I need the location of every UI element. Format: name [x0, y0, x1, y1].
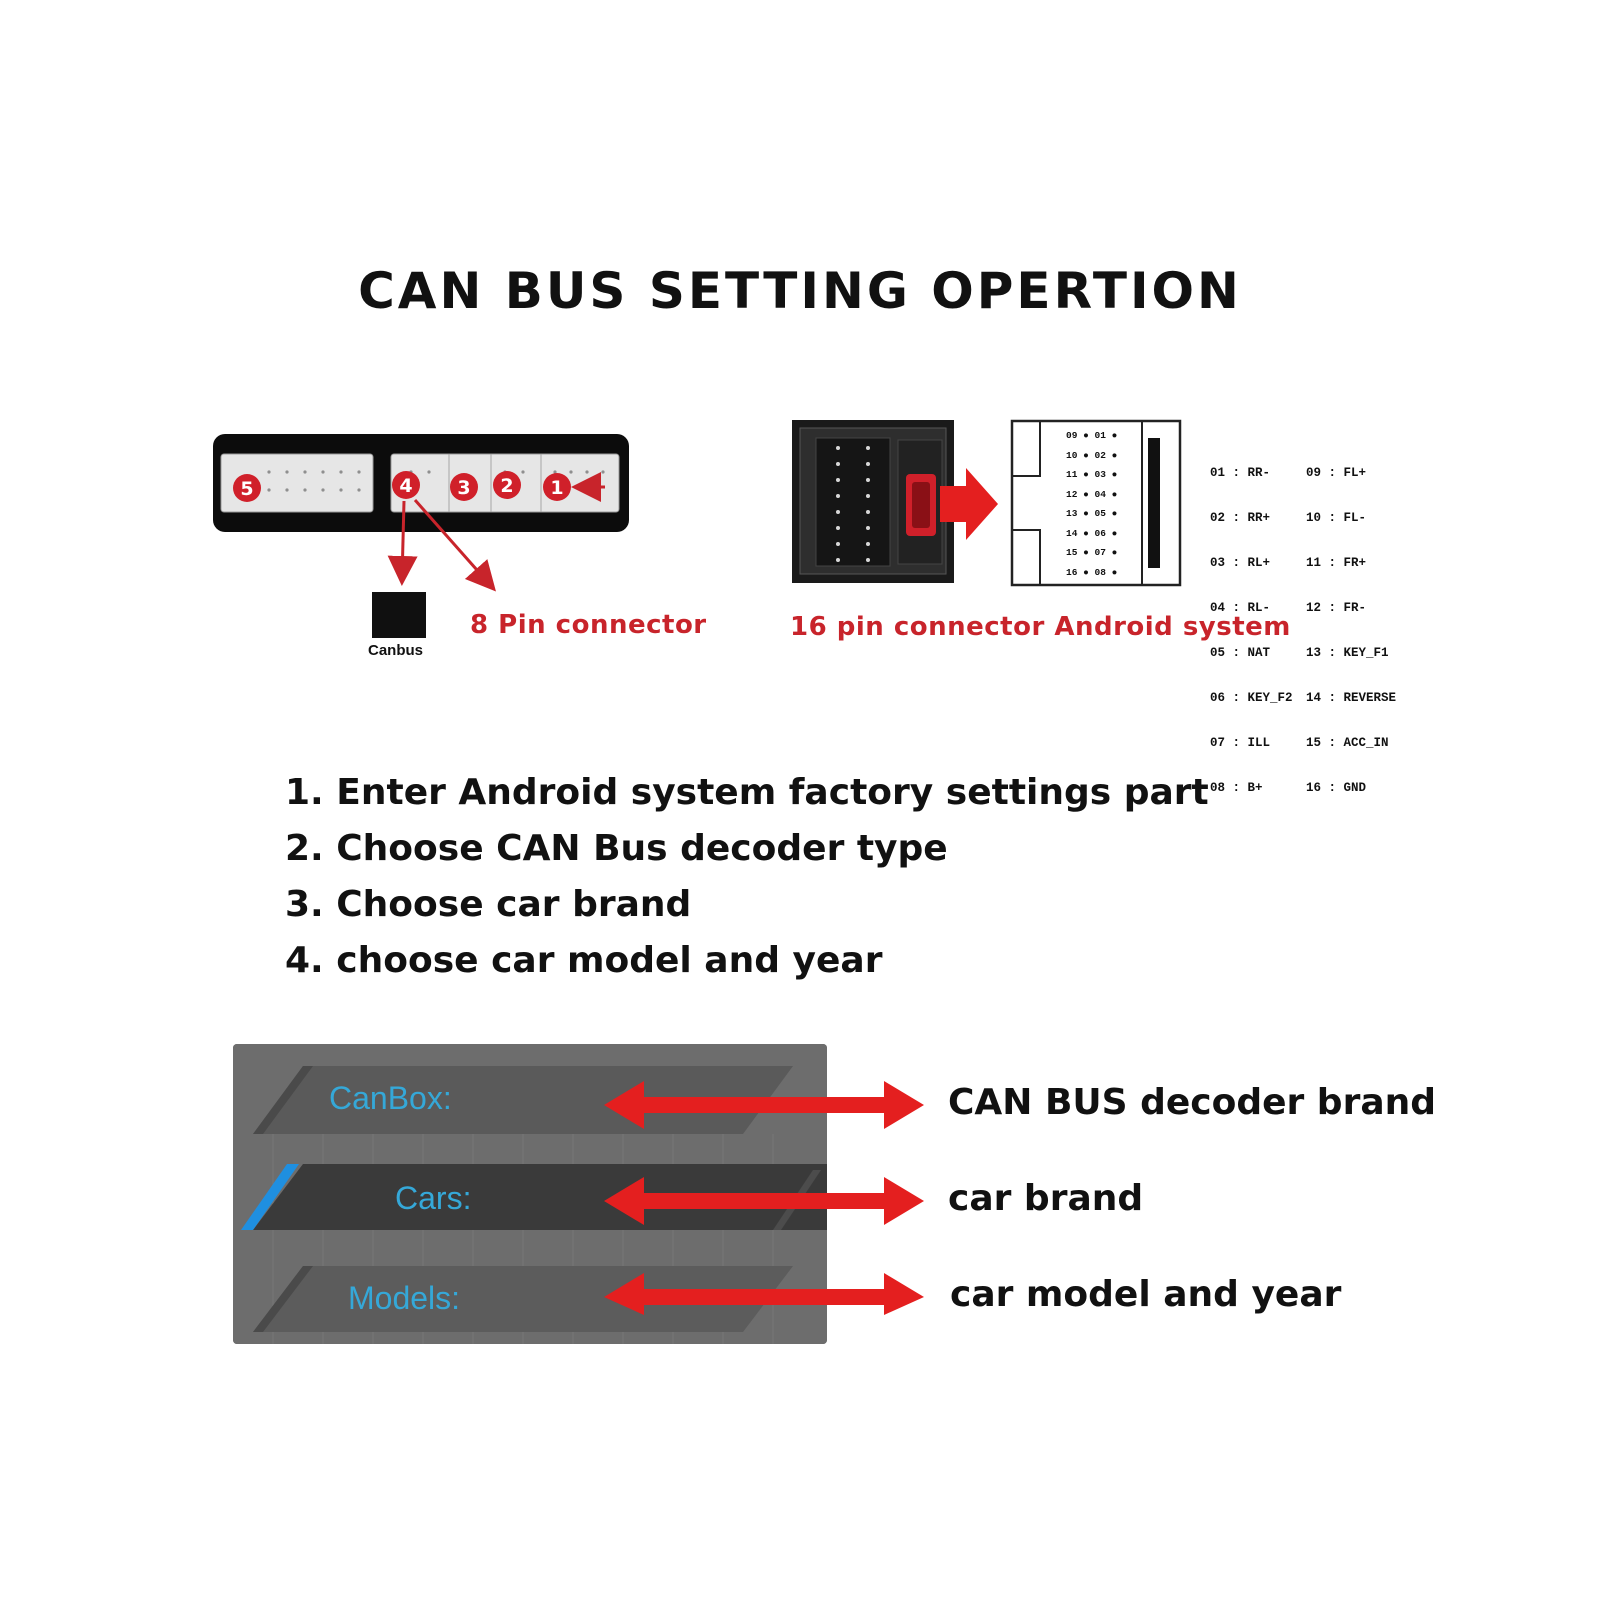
port-number-3: 3 — [457, 477, 470, 499]
callout-decoder-brand: CAN BUS decoder brand — [948, 1082, 1437, 1123]
sixteen-pin-connector-label: 16 pin connector Android system — [790, 612, 1291, 642]
port-badge-2: 2 — [493, 471, 521, 499]
eight-pin-connector-label: 8 Pin connector — [470, 610, 707, 640]
canbus-label: Canbus — [368, 642, 424, 659]
pinout-item: 01 : RR- — [1210, 466, 1271, 480]
pinout-legend-left: 01 : RR- 02 : RR+ 03 : RL+ 04 : RL- 05 :… — [1210, 436, 1293, 811]
pinout-item: 14 : REVERSE — [1306, 691, 1397, 705]
pinout-item: 16 : GND — [1306, 781, 1367, 795]
pin-row: 14 ● 06 ● — [1066, 527, 1118, 539]
pin-number-grid: 09 ● 01 ● 10 ● 02 ● 11 ● 03 ● 12 ● 04 ● … — [1066, 426, 1117, 582]
pin-row: 16 ● 08 ● — [1066, 566, 1118, 578]
models-field-label[interactable]: Models: — [348, 1280, 461, 1316]
port-number-2: 2 — [500, 475, 513, 497]
port-number-1: 1 — [550, 477, 563, 499]
steps-list: 1. Enter Android system factory settings… — [285, 765, 1209, 989]
pin-row: 11 ● 03 ● — [1066, 469, 1118, 480]
double-arrow-icon — [604, 1081, 924, 1129]
row-bar-models — [253, 1266, 793, 1332]
step-item: 3. Choose car brand — [285, 884, 692, 925]
port-badge-1: 1 — [543, 473, 571, 501]
page-title: CAN BUS SETTING OPERTION — [358, 262, 1242, 320]
double-arrow-icon — [604, 1177, 924, 1225]
port-badge-3: 3 — [450, 473, 478, 501]
pinout-item: 13 : KEY_F1 — [1306, 646, 1389, 660]
pinout-item: 04 : RL- — [1210, 601, 1271, 615]
pin-row: 10 ● 02 ● — [1066, 449, 1118, 461]
connector-pins — [836, 446, 870, 562]
pinout-item: 09 : FL+ — [1306, 466, 1367, 480]
step-item: 1. Enter Android system factory settings… — [285, 772, 1209, 813]
port-number-4: 4 — [399, 475, 412, 497]
pin-row: 09 ● 01 ● — [1066, 430, 1118, 441]
canbus-module — [372, 592, 426, 638]
pinout-item: 12 : FR- — [1306, 601, 1367, 615]
callout-model-year: car model and year — [950, 1274, 1342, 1315]
port-badge-4: 4 — [392, 471, 420, 499]
eight-pin-connector-diagram: 5 4 3 2 1 — [213, 434, 629, 638]
row-bar-canbox — [253, 1066, 793, 1134]
callout-arrows — [604, 1081, 924, 1315]
pin-row: 15 ● 07 ● — [1066, 547, 1118, 558]
pinout-legend-right: 09 : FL+ 10 : FL- 11 : FR+ 12 : FR- 13 :… — [1306, 436, 1396, 811]
pinout-item: 05 : NAT — [1210, 646, 1271, 660]
step-item: 4. choose car model and year — [285, 940, 883, 981]
row-bar-cars — [253, 1164, 827, 1230]
pin-row: 12 ● 04 ● — [1066, 488, 1118, 500]
pinout-item: 03 : RL+ — [1210, 556, 1271, 570]
sixteen-pin-connector-diagram — [792, 419, 1182, 587]
port-badge-5: 5 — [233, 474, 261, 502]
canbox-field-label[interactable]: CanBox: — [329, 1080, 452, 1116]
selected-row-indicator — [241, 1164, 299, 1230]
pinout-item: 15 : ACC_IN — [1306, 736, 1389, 750]
arrow-to-canbus — [387, 500, 418, 586]
connector-port-left — [220, 453, 374, 513]
double-arrow-icon — [604, 1273, 924, 1315]
pinout-item: 02 : RR+ — [1210, 511, 1271, 525]
cars-field-label[interactable]: Cars: — [395, 1180, 472, 1216]
arrow-to-8pin-label — [413, 499, 496, 592]
pin-row: 13 ● 05 ● — [1066, 508, 1118, 519]
pinout-item: 06 : KEY_F2 — [1210, 691, 1293, 705]
port-number-5: 5 — [240, 478, 253, 500]
pinout-item: 08 : B+ — [1210, 781, 1263, 795]
pinout-item: 07 : ILL — [1210, 736, 1271, 750]
callout-car-brand: car brand — [948, 1178, 1144, 1219]
port-left-pins — [267, 470, 361, 492]
pinout-item: 11 : FR+ — [1306, 556, 1367, 570]
step-item: 2. Choose CAN Bus decoder type — [285, 828, 948, 869]
red-arrow-right-icon — [940, 468, 998, 540]
pinout-item: 10 : FL- — [1306, 511, 1367, 525]
